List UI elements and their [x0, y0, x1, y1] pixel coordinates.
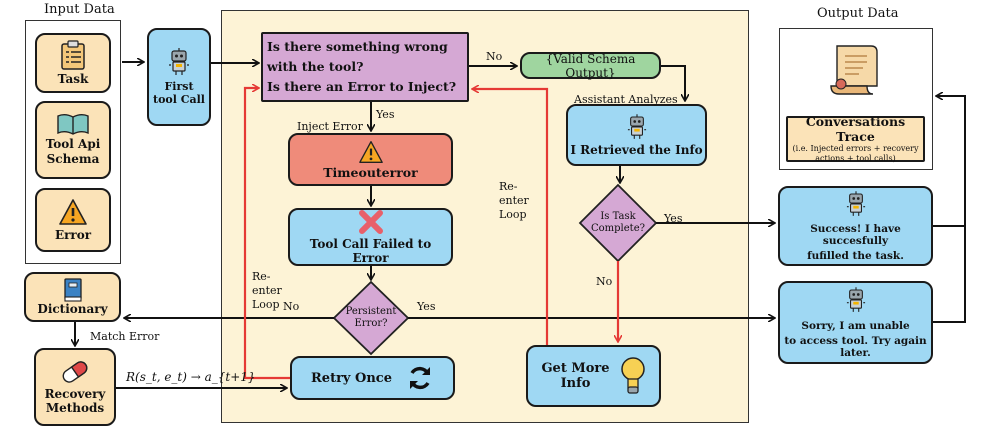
- schema-box: Tool Api Schema: [35, 101, 111, 179]
- trace-title: Conversations Trace: [805, 114, 906, 144]
- retry-once-label: Retry Once: [311, 370, 392, 386]
- warning-icon: [58, 198, 88, 226]
- recovery-formula: R(s_t, e_t) → a_{t+1}: [126, 370, 256, 384]
- get-more-info-box: Get More Info: [526, 345, 661, 407]
- trace-subtitle: (i.e. Injected errors + recovery actions…: [792, 144, 919, 163]
- label-re-enter-center: Re-enter Loop: [499, 180, 529, 221]
- robot-icon: [168, 48, 190, 76]
- recovery-methods-box: Recovery Methods: [34, 348, 116, 426]
- schema-label: Tool Api Schema: [45, 137, 101, 166]
- success-line1: Success! I have succesfully: [810, 222, 901, 247]
- label-inject-error: Inject Error: [297, 120, 363, 133]
- question-line1: Is there something wrong with the tool?: [267, 39, 448, 74]
- label-no-persistent: No: [283, 300, 300, 313]
- book-icon: [62, 278, 84, 302]
- recovery-line1: Recovery: [44, 386, 106, 401]
- label-re-enter-left: Re-enter Loop: [252, 270, 282, 311]
- sorry-line1: Sorry, I am unable: [801, 319, 910, 332]
- x-mark-icon: [358, 209, 384, 235]
- first-tool-call-line1: First: [164, 80, 194, 93]
- label-yes-persistent: Yes: [417, 300, 436, 313]
- first-tool-call-line2: tool Call: [152, 93, 205, 106]
- lightbulb-icon: [620, 356, 646, 396]
- clipboard-icon: [59, 40, 87, 70]
- persistent-line1: Persistent: [345, 306, 397, 317]
- dictionary-label: Dictionary: [37, 302, 108, 316]
- get-more-info-line1: Get More: [541, 361, 610, 376]
- output-panel-title: Output Data: [817, 6, 899, 21]
- scroll-icon: [823, 40, 883, 98]
- warning-icon: [358, 140, 384, 164]
- label-assistant-analyzes: Assistant Analyzes: [574, 93, 678, 106]
- open-book-icon: [56, 113, 90, 135]
- task-label: Task: [57, 72, 89, 86]
- sorry-box: Sorry, I am unable to access tool. Try a…: [778, 281, 933, 364]
- label-yes-complete: Yes: [664, 212, 683, 225]
- question-box: Is there something wrong with the tool? …: [261, 32, 469, 102]
- success-box: Success! I have succesfully fufilled the…: [778, 186, 933, 266]
- pill-icon: [60, 360, 90, 384]
- conversations-trace-box: Conversations Trace (i.e. Injected error…: [786, 114, 925, 163]
- task-complete-text: Is Task Complete?: [580, 211, 656, 235]
- persistent-error-diamond: [332, 280, 410, 356]
- error-input-box: Error: [35, 188, 111, 252]
- sorry-line2: to access tool. Try again later.: [784, 334, 927, 359]
- get-more-info-text: Get More Info: [541, 361, 609, 391]
- retry-once-box: Retry Once: [290, 356, 455, 400]
- timeout-error-box: Timeouterror: [288, 133, 453, 186]
- label-match-error: Match Error: [90, 330, 160, 343]
- get-more-info-line2: Info: [560, 376, 591, 391]
- recovery-line2: Methods: [45, 400, 105, 415]
- tool-call-failed-label: Tool Call Failed to Error: [309, 237, 432, 265]
- success-line2: fufilled the task.: [807, 249, 904, 262]
- label-yes-question: Yes: [376, 108, 395, 121]
- robot-icon: [846, 190, 866, 217]
- refresh-icon: [406, 364, 434, 392]
- retrieved-info-box: I Retrieved the Info: [566, 104, 707, 166]
- timeout-error-label: Timeouterror: [323, 164, 418, 180]
- label-no-top: No: [486, 50, 503, 63]
- tool-call-failed-box: Tool Call Failed to Error: [288, 208, 453, 266]
- valid-schema-output-label: {Valid Schema Output}: [545, 51, 636, 80]
- error-input-label: Error: [54, 228, 92, 242]
- input-panel-title: Input Data: [44, 2, 115, 17]
- complete-line2: Complete?: [591, 223, 645, 234]
- task-box: Task: [35, 33, 111, 93]
- valid-schema-output-box: {Valid Schema Output}: [520, 51, 661, 80]
- complete-line1: Is Task: [600, 211, 636, 222]
- first-tool-call-box: First tool Call: [147, 28, 211, 126]
- persistent-error-text: Persistent Error?: [334, 306, 408, 330]
- robot-icon: [627, 113, 647, 140]
- question-line2: Is there an Error to Inject?: [267, 79, 457, 94]
- dictionary-box: Dictionary: [24, 272, 121, 322]
- retrieved-info-label: I Retrieved the Info: [570, 142, 703, 157]
- persistent-line2: Error?: [354, 318, 388, 329]
- robot-icon: [846, 286, 866, 313]
- label-no-complete: No: [596, 275, 613, 288]
